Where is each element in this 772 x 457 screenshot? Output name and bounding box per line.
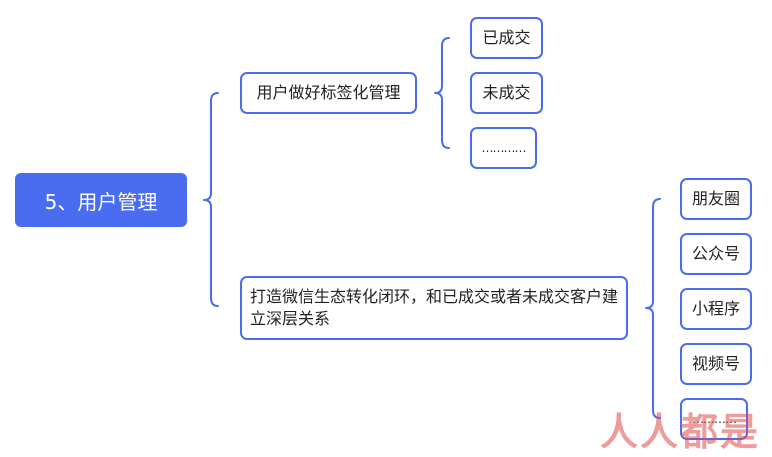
child-more-node-2[interactable]: ………… (680, 398, 748, 440)
watermark-logo: 人人都是 (600, 410, 760, 454)
child-moments-node[interactable]: 朋友圈 (680, 178, 752, 220)
child-open-deal-node[interactable]: 未成交 (470, 72, 543, 114)
child-mini-program-node[interactable]: 小程序 (680, 288, 752, 330)
child-official-account-node[interactable]: 公众号 (680, 233, 752, 275)
branch-1-brace (434, 37, 450, 149)
root-node[interactable]: 5、用户管理 (15, 173, 187, 227)
child-more-node[interactable]: ………… (470, 127, 537, 169)
branch-2-brace (645, 198, 661, 419)
child-closed-deal-node[interactable]: 已成交 (470, 17, 543, 59)
branch-ecosystem-node[interactable]: 打造微信生态转化闭环，和已成交或者未成交客户建立深层关系 (240, 276, 628, 340)
root-brace (203, 92, 219, 307)
branch-tagging-node[interactable]: 用户做好标签化管理 (240, 72, 417, 114)
child-video-account-node[interactable]: 视频号 (680, 343, 752, 385)
